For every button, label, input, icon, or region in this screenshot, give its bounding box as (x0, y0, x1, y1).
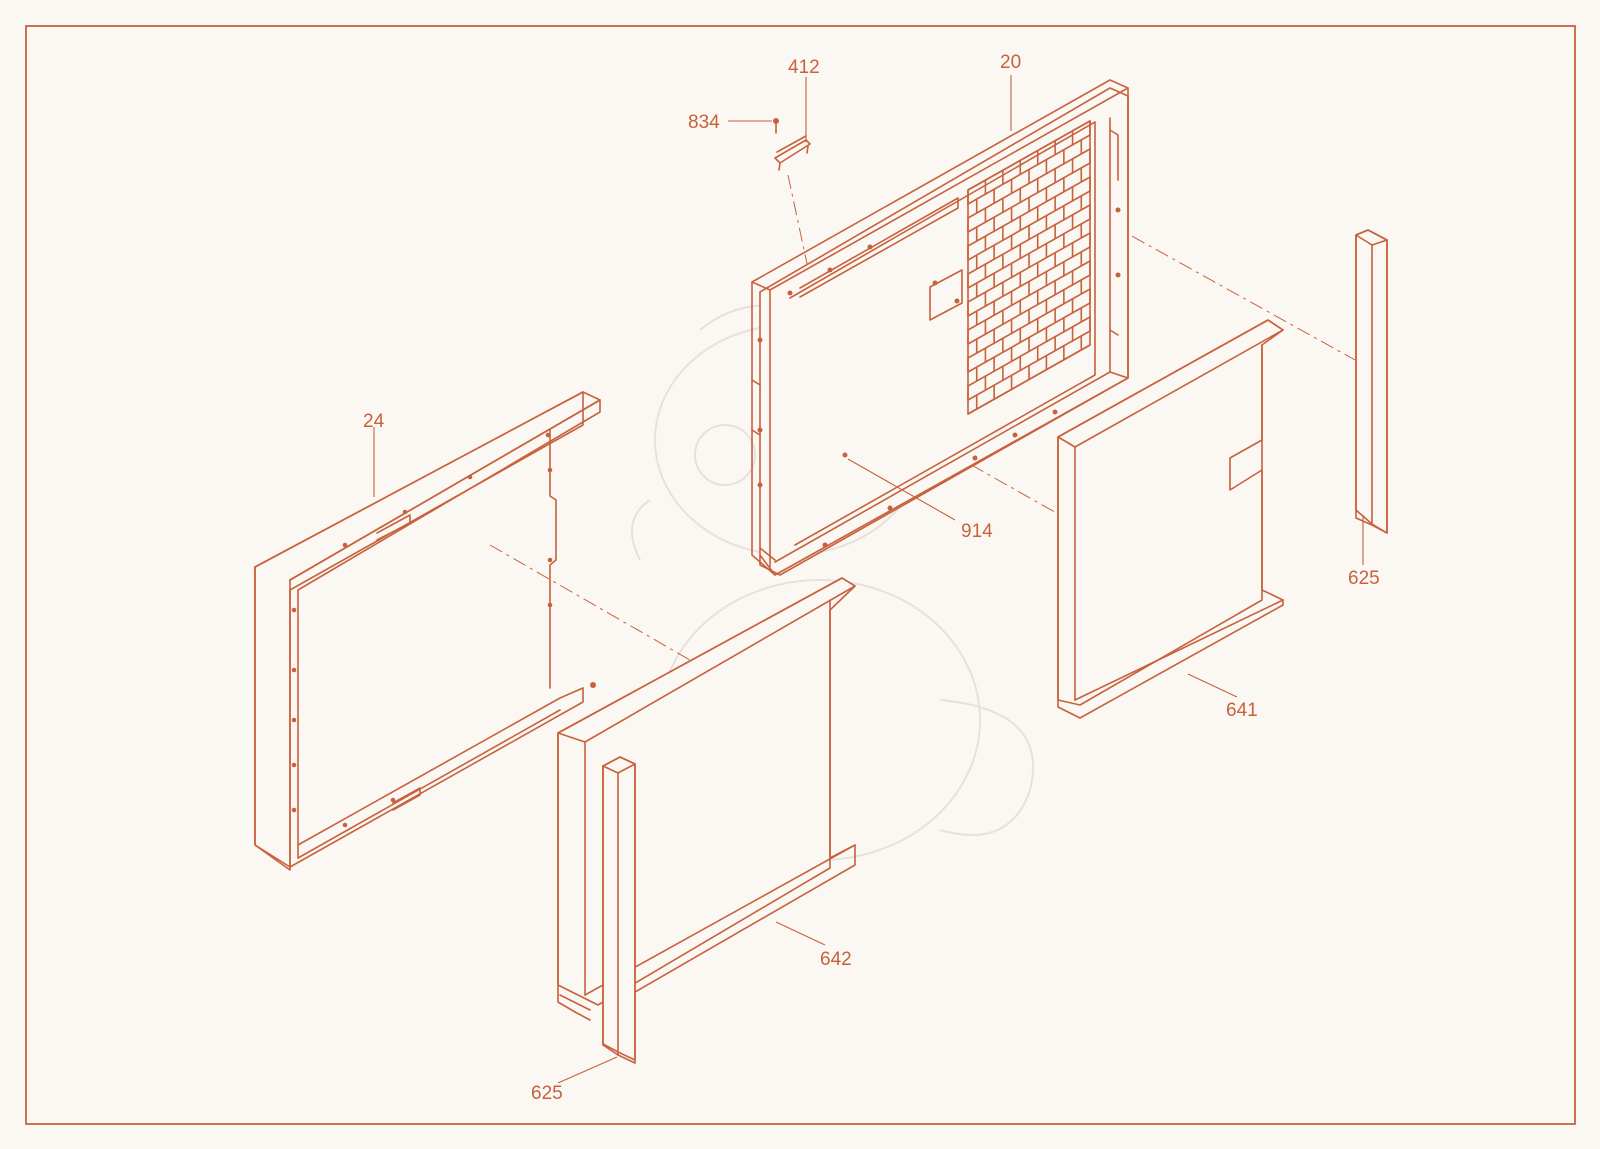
callout-24: 24 (363, 411, 385, 432)
callout-labels: 412 20 834 24 914 625 641 642 625 (363, 52, 1380, 1104)
mesh-row-line (967, 120, 1091, 191)
callout-625-right: 625 (1348, 568, 1380, 589)
callout-412: 412 (788, 57, 820, 78)
callout-834: 834 (688, 112, 720, 133)
centerline-20-625 (1084, 209, 1356, 361)
callout-20: 20 (1000, 52, 1021, 73)
part-641-side-cover (1057, 319, 1284, 719)
part-20-mesh-grid (967, 120, 1091, 415)
part-20-rear-panel-frame (751, 79, 1129, 576)
part-834-screw (773, 118, 779, 134)
leader-641 (1187, 673, 1238, 698)
drawing-border (25, 25, 1576, 1125)
leader-642 (775, 921, 826, 946)
part-412-handle (774, 135, 811, 171)
centerline-20-641 (829, 384, 1061, 516)
part-24-front-frame (254, 391, 601, 871)
part-625-rear-strip (1355, 229, 1388, 534)
callout-641: 641 (1226, 700, 1258, 721)
callout-642: 642 (820, 949, 852, 970)
callout-625-bottom: 625 (531, 1083, 563, 1104)
callout-914: 914 (961, 521, 993, 542)
leader-625-bottom (557, 1056, 618, 1084)
leader-914 (847, 458, 956, 521)
part-625-front-strip (602, 756, 636, 1064)
callout-leaders (373, 75, 1364, 1084)
centerline-24-642 (489, 544, 691, 661)
